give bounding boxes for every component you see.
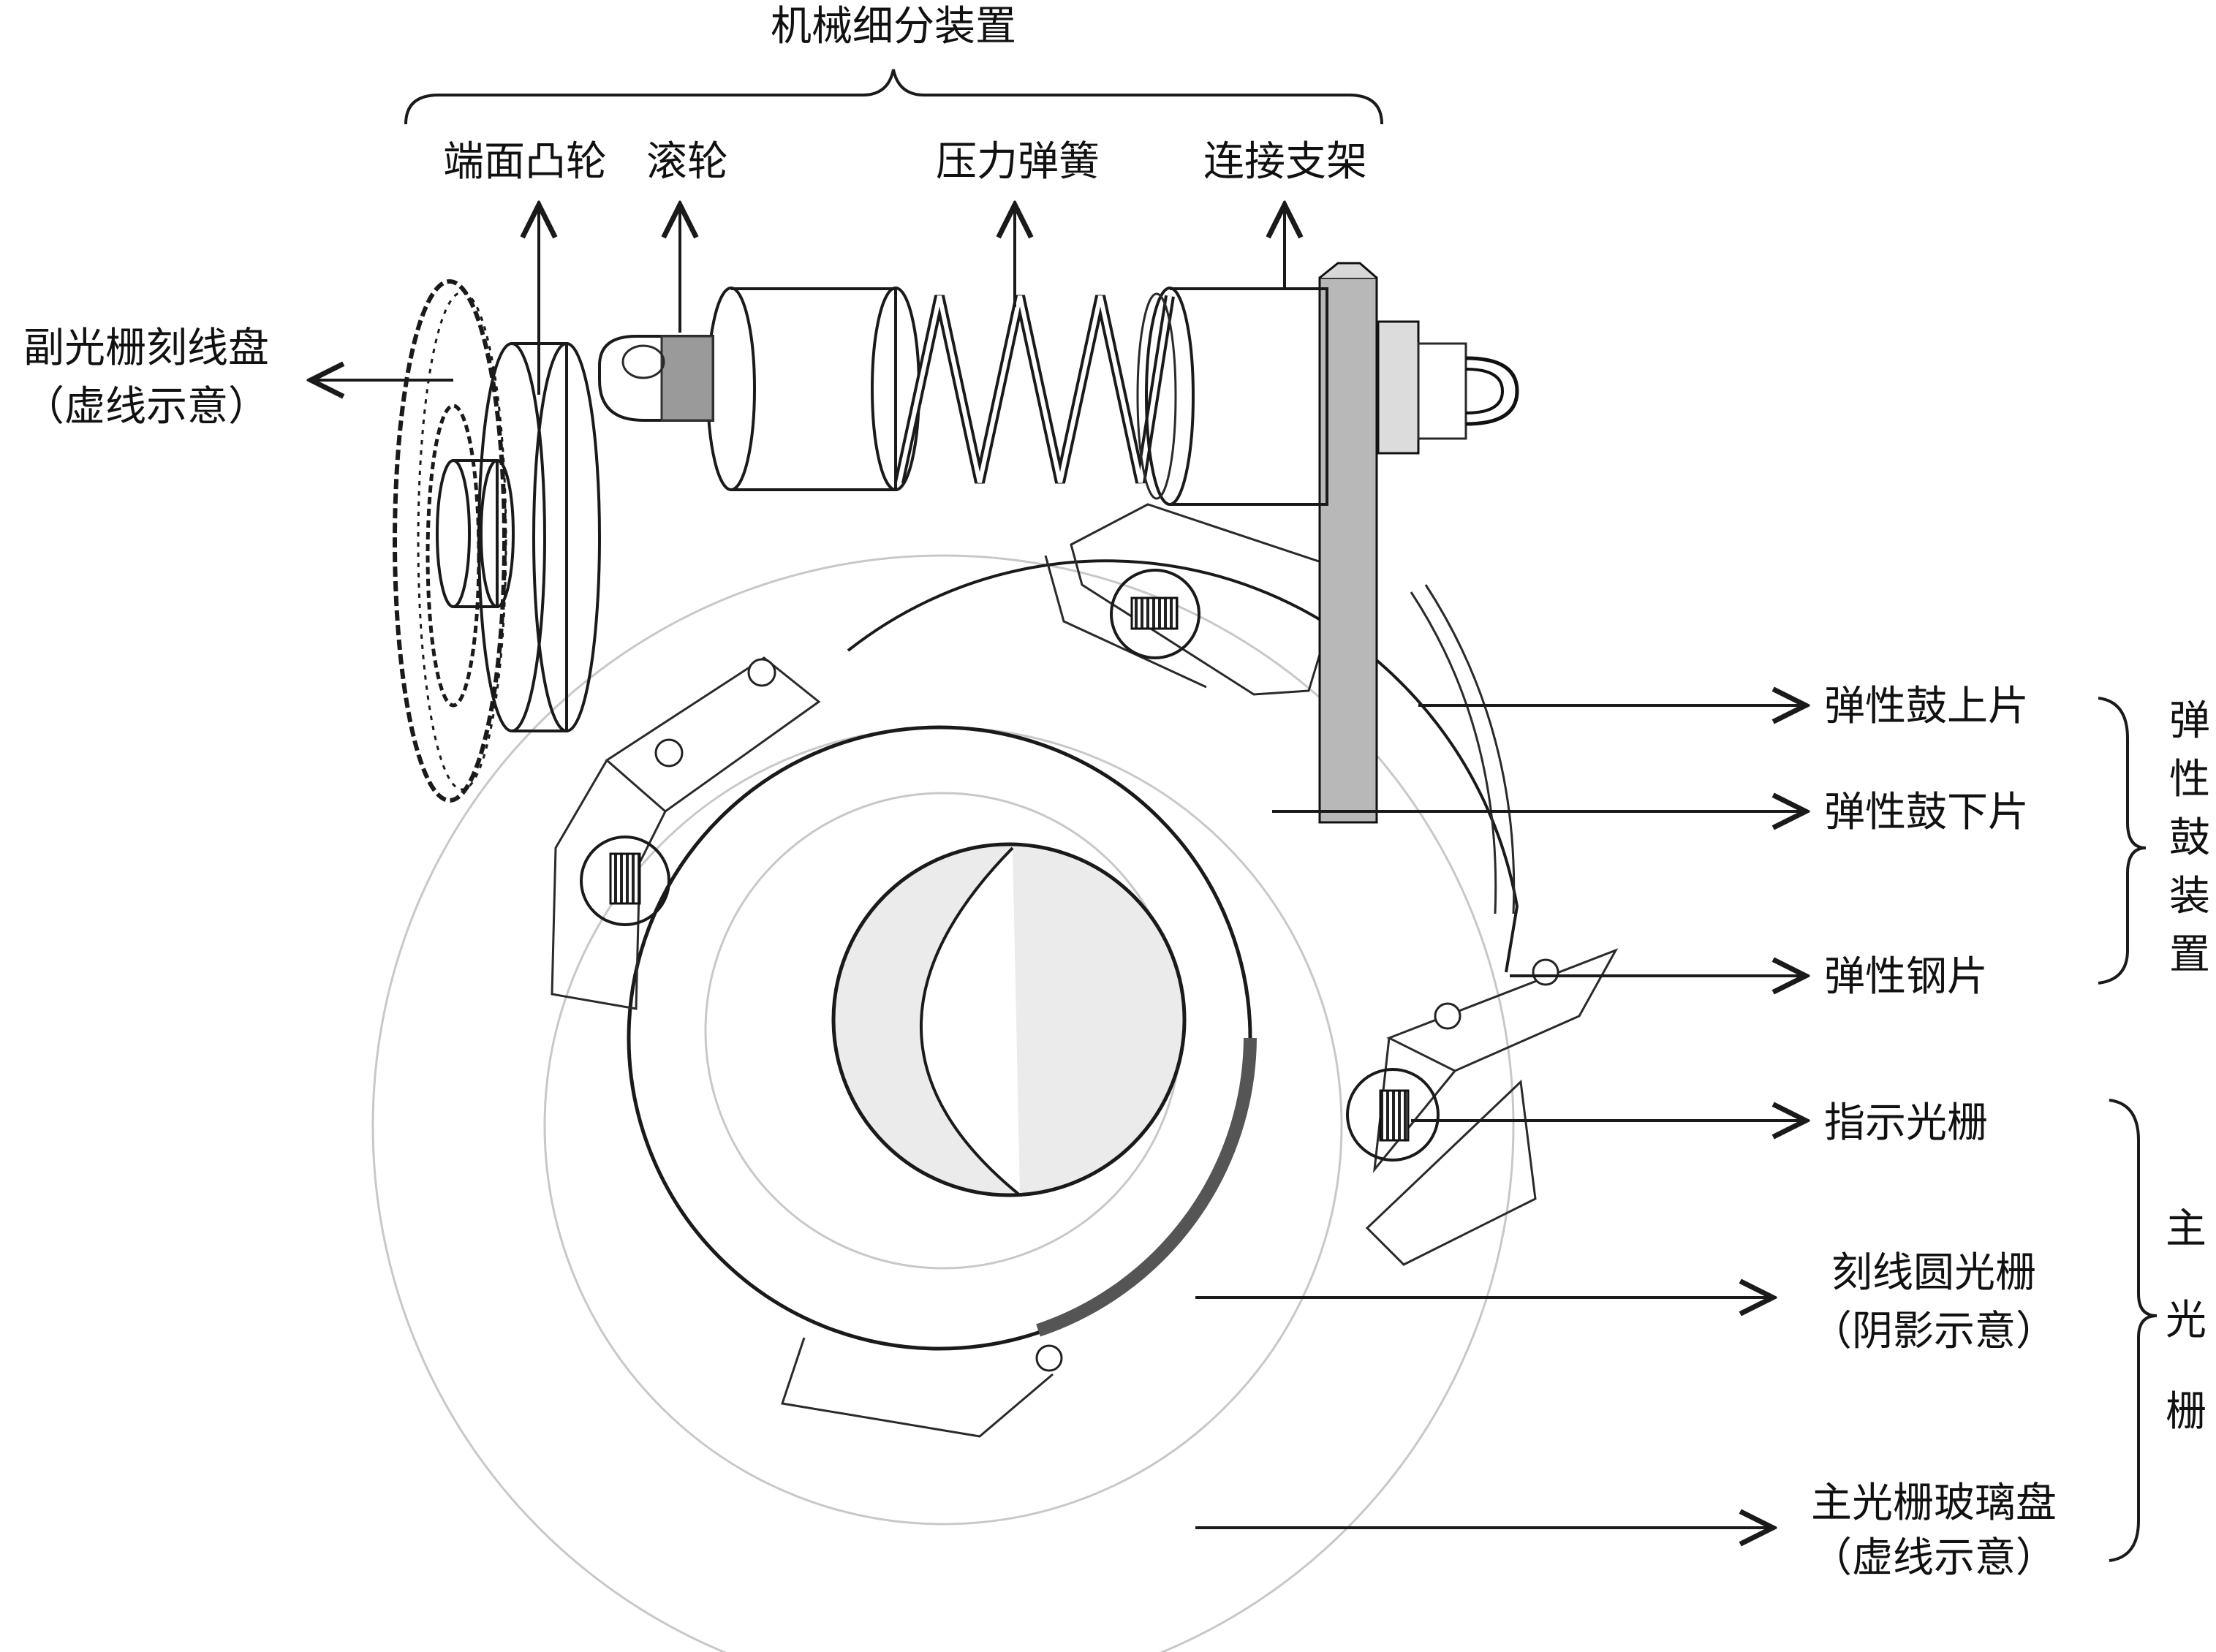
group-elastic-drum-char-1: 弹 [2169,697,2210,745]
label-indicator-grating: 指示光栅 [1824,1099,1988,1147]
label-glass-disk-line2: （虚线示意） [1811,1534,2057,1582]
elastic-drum-upper [847,559,1519,973]
title-mechanical-subdivision: 机械细分装置 [771,3,1016,50]
group-elastic-drum-char-2: 性 [2169,756,2210,803]
main-grating-brace [2109,1099,2158,1562]
label-pressure-spring: 压力弹簧 [936,138,1100,186]
label-elastic-steel-sheet: 弹性钢片 [1824,953,1988,1001]
indicator-grating-right [1346,1068,1440,1162]
label-connecting-bracket: 连接支架 [1203,138,1367,186]
roller [598,335,714,422]
label-glass-disk-line1: 主光栅玻璃盘 [1811,1479,2057,1527]
elastic-steel-sheet-right [1365,948,1619,1266]
label-sub-grating-line1: 副光栅刻线盘 [23,325,269,372]
group-main-grating-char-3: 栅 [2166,1388,2206,1436]
leader-arrows [311,205,1806,1528]
elastic-steel-sheet-bottom [781,1337,1063,1438]
group-elastic-drum-char-5: 置 [2169,931,2210,979]
pressure-spring-assembly [706,287,1328,506]
label-roller: 滚轮 [646,138,728,186]
group-elastic-drum-char-4: 装 [2169,873,2210,920]
elastic-steel-sheet-top [1044,503,1347,696]
label-drum-lower-sheet: 弹性鼓下片 [1824,789,2029,836]
label-end-face-cam: 端面凸轮 [443,138,607,186]
connecting-bracket [1318,262,1519,824]
indicator-grating-top [1110,569,1200,659]
label-ruled-circle-line1: 刻线圆光栅 [1831,1249,2036,1297]
sub-grating-ruled-disk [393,279,515,803]
elastic-steel-sheet-left [551,656,821,1010]
label-drum-upper-sheet: 弹性鼓上片 [1824,683,2029,730]
label-sub-grating-line2: （虚线示意） [23,383,269,431]
mechanical-subdivision-brace [404,69,1383,125]
label-ruled-circle-line2: （阴影示意） [1811,1308,2057,1355]
elastic-drum-brace [2098,697,2147,985]
group-main-grating-char-2: 光 [2166,1297,2206,1344]
group-main-grating-char-1: 主 [2166,1205,2206,1253]
indicator-grating-left [580,836,670,926]
elastic-drum-lower [704,792,1187,1270]
group-elastic-drum-char-3: 鼓 [2169,814,2210,862]
